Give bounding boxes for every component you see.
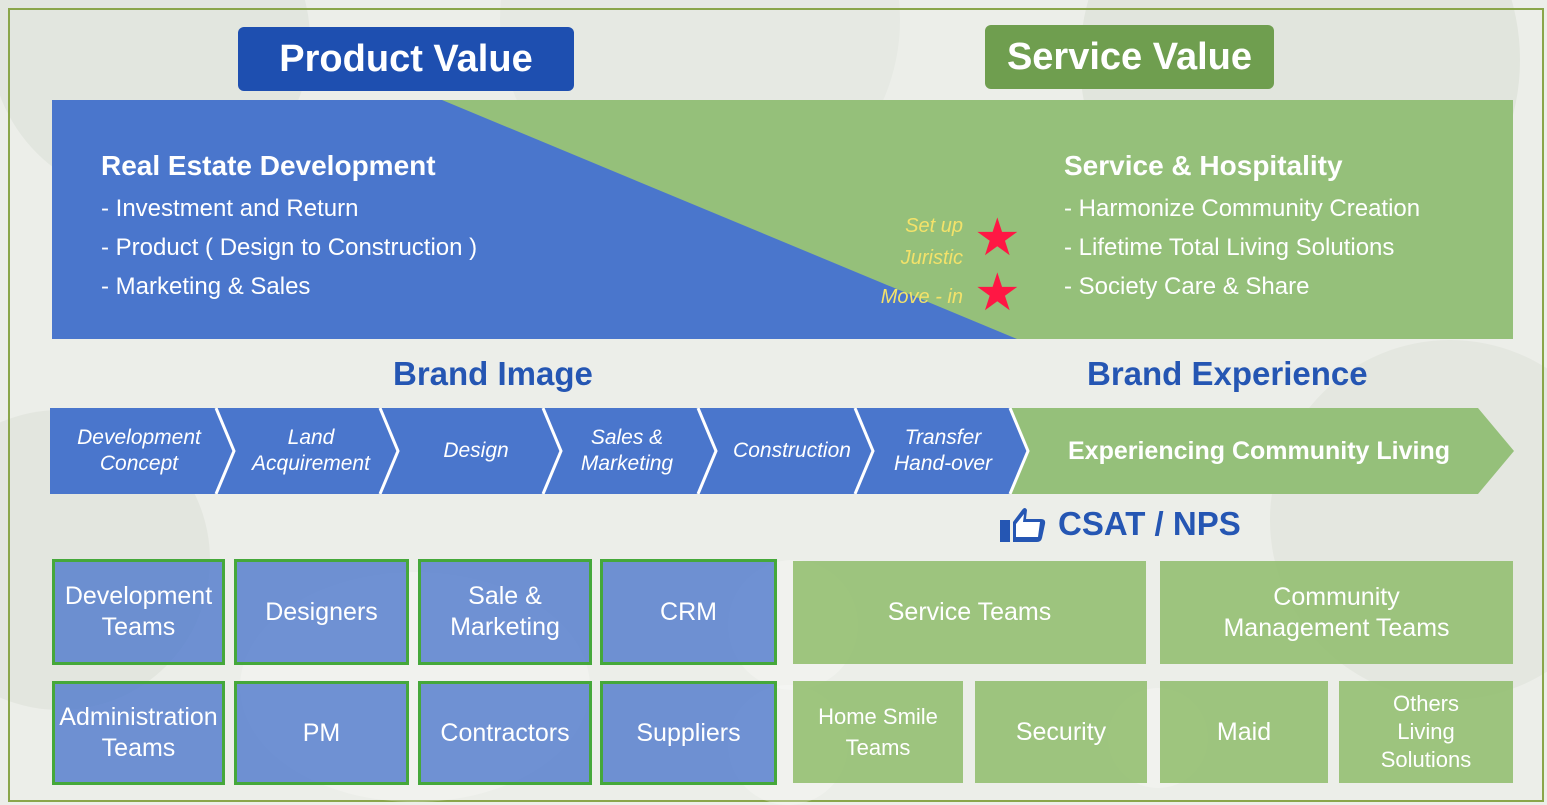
step-design: Design	[443, 439, 509, 462]
step-sales-marketing: Sales & Marketing	[580, 426, 674, 475]
team-box: Suppliers	[600, 681, 777, 785]
team-box: Home Smile Teams	[793, 681, 963, 783]
arrow-green-part	[1010, 408, 1514, 494]
juristic-tag: Juristic	[900, 247, 963, 269]
team-box: Sale & Marketing	[418, 559, 592, 665]
product-bullet: - Marketing & Sales	[101, 273, 311, 300]
banner-blue-area	[52, 100, 1017, 339]
team-box: Maid	[1160, 681, 1328, 783]
step-transfer-hand-over: Transfer Hand-over	[893, 426, 993, 475]
service-value-header: Service Value	[985, 25, 1274, 89]
team-box: PM	[234, 681, 409, 785]
service-bullet: - Lifetime Total Living Solutions	[1064, 234, 1395, 261]
value-banner	[52, 100, 1513, 339]
chevron-divider	[378, 408, 400, 494]
process-arrow	[50, 408, 1514, 494]
step-construction: Construction	[733, 439, 851, 462]
product-block-title: Real Estate Development	[101, 150, 436, 181]
team-box: Contractors	[418, 681, 592, 785]
step-land-acquirement: Land Acquirement	[252, 426, 370, 475]
star-icon: ★	[974, 264, 1021, 322]
brand-experience-title: Brand Experience	[1087, 355, 1368, 392]
move-in-tag: Move - in	[880, 286, 963, 308]
team-box: CRM	[600, 559, 777, 665]
team-box: Designers	[234, 559, 409, 665]
chevron-divider	[696, 408, 718, 494]
service-value-label: Service Value	[1006, 35, 1253, 78]
product-value-label: Product Value	[279, 37, 533, 80]
csat-nps: CSAT / NPS	[1000, 505, 1241, 543]
team-box: Development Teams	[52, 559, 225, 665]
chevron-divider	[214, 408, 236, 494]
team-box: Community Management Teams	[1160, 561, 1513, 664]
service-block-title: Service & Hospitality	[1064, 150, 1343, 181]
star-icon: ★	[974, 209, 1021, 267]
chevron-divider	[541, 408, 563, 494]
csat-label: CSAT / NPS	[1058, 505, 1241, 542]
chevron-divider	[853, 408, 875, 494]
team-box: Others Living Solutions	[1339, 681, 1513, 783]
step-experiencing-community-living: Experiencing Community Living	[1068, 437, 1450, 465]
chevron-divider	[1008, 408, 1030, 494]
product-bullet: - Product ( Design to Construction )	[101, 234, 478, 261]
brand-image-title: Brand Image	[393, 355, 593, 392]
service-bullet: - Harmonize Community Creation	[1064, 195, 1421, 222]
team-box: Administration Teams	[52, 681, 225, 785]
team-box: Service Teams	[793, 561, 1146, 664]
setup-tag: Set up	[905, 215, 963, 237]
outer-frame	[8, 8, 1544, 802]
step-development-concept: Development Concept	[77, 426, 201, 475]
product-bullet: - Investment and Return	[101, 195, 359, 222]
product-value-header: Product Value	[238, 27, 574, 91]
team-box: Security	[975, 681, 1147, 783]
service-bullet: - Society Care & Share	[1064, 273, 1310, 300]
thumbs-up-icon	[1000, 508, 1046, 542]
arrow-blue-part	[50, 408, 1028, 494]
